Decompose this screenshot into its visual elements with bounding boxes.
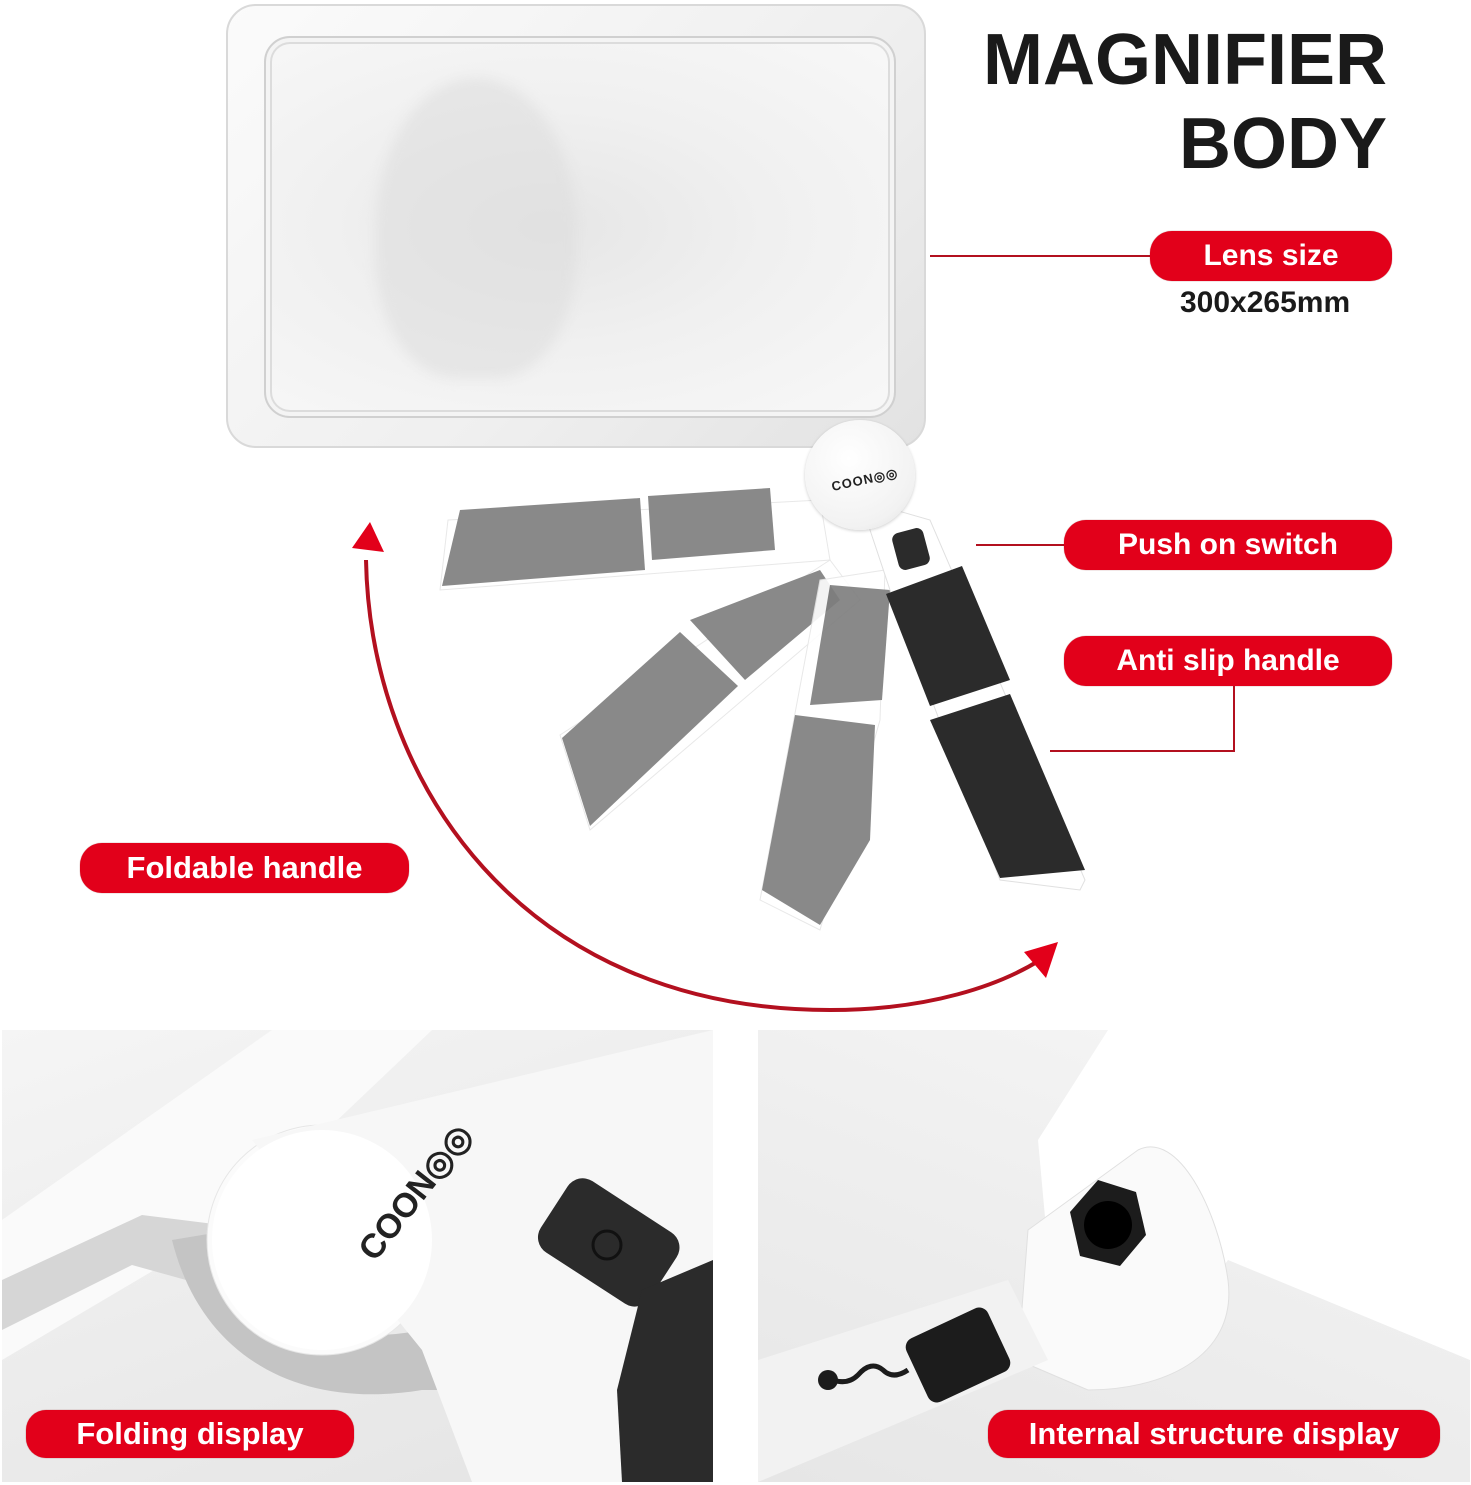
folding-handle-illustration	[352, 488, 1086, 1013]
anti-slip-leader-horizontal	[1050, 750, 1235, 752]
lens-reflection	[376, 78, 576, 378]
foldable-handle-label: Foldable handle	[126, 850, 363, 885]
internal-structure-photo	[758, 1030, 1470, 1482]
arc-arrow-right-icon	[1024, 942, 1058, 978]
brand-logo: COON◎◎	[830, 465, 900, 494]
battery-contact-graphic	[905, 1307, 1011, 1403]
internal-structure-label: Internal structure display	[1028, 1416, 1400, 1451]
title-line-1: MAGNIFIER	[983, 20, 1387, 100]
anti-slip-badge: Anti slip handle	[1064, 636, 1392, 686]
title-line-2: BODY	[1178, 104, 1387, 184]
internal-structure-badge: Internal structure display	[988, 1410, 1440, 1458]
anti-slip-handle-graphic	[859, 499, 1086, 891]
push-switch-badge: Push on switch	[1064, 520, 1392, 570]
folding-display-label: Folding display	[76, 1416, 304, 1451]
ghost-handle-vertical	[759, 569, 890, 931]
internal-structure-panel: Internal structure display	[758, 1030, 1470, 1482]
anti-slip-leader-vertical	[1233, 686, 1235, 752]
ghost-handle-diagonal	[559, 559, 861, 831]
anti-slip-label: Anti slip handle	[1116, 644, 1340, 677]
power-button-graphic	[537, 1178, 680, 1307]
lens-size-label: Lens size	[1203, 239, 1339, 272]
folding-display-badge: Folding display	[26, 1410, 354, 1458]
push-switch-label: Push on switch	[1117, 528, 1339, 561]
foldable-handle-badge: Foldable handle	[80, 843, 409, 893]
hinge-hub: COON◎◎	[805, 420, 915, 530]
lens-size-badge: Lens size	[1150, 231, 1392, 281]
push-switch-leader-line	[976, 544, 1068, 546]
arc-arrow-up-icon	[352, 522, 384, 552]
fold-arc	[364, 559, 1042, 1013]
folding-display-panel: COON◎◎ Folding display	[2, 1030, 713, 1482]
lens-size-value: 300x265mm	[1180, 286, 1351, 319]
page-title: MAGNIFIER BODY	[983, 18, 1387, 186]
ghost-handle-horizontal	[439, 488, 831, 591]
magnifier-frame	[226, 4, 926, 448]
power-switch-graphic	[892, 528, 930, 570]
lens-size-leader-line	[930, 255, 1154, 257]
folding-display-photo: COON◎◎	[2, 1030, 713, 1482]
magnifier-lens	[264, 36, 896, 418]
